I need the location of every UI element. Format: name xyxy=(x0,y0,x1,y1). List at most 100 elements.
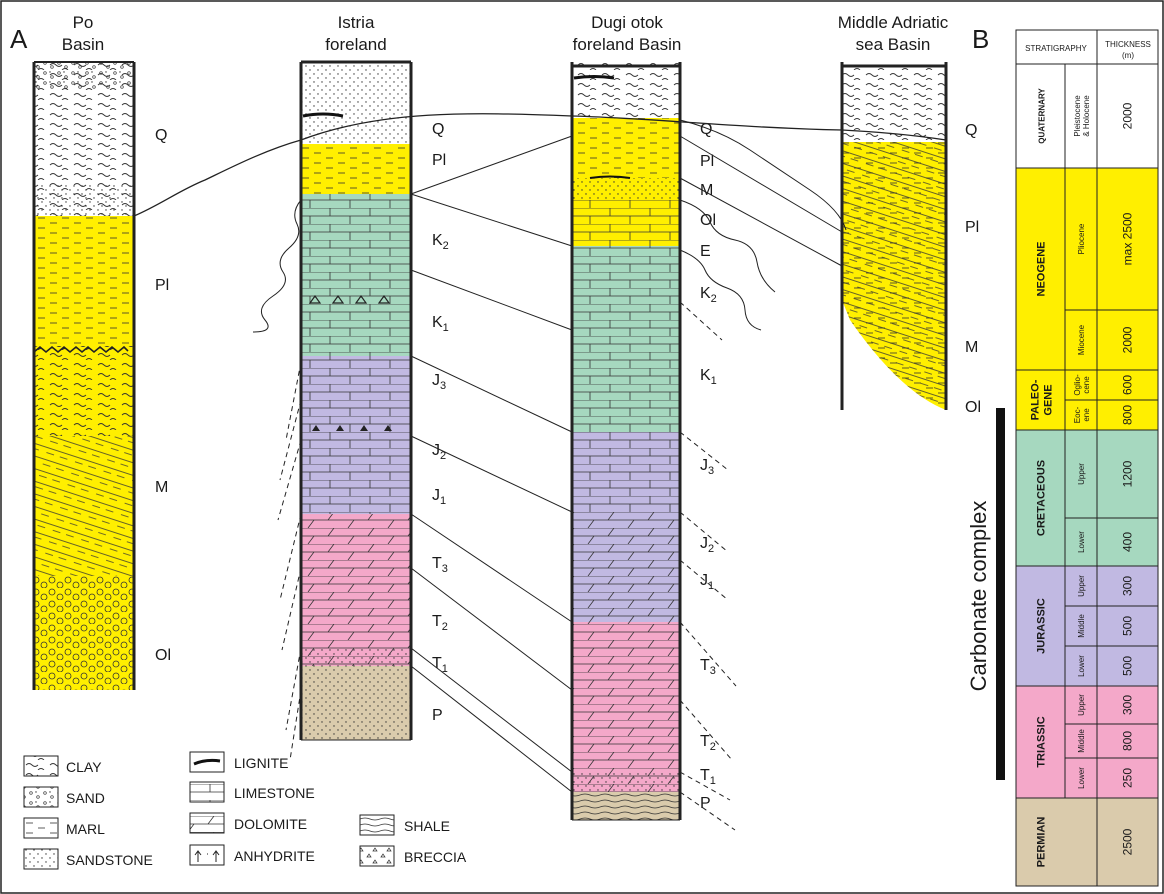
dugi-label-ol: Ol xyxy=(700,212,716,229)
middle-adriatic-title-1: Middle Adriatic xyxy=(838,13,949,32)
series-label: Oglio- xyxy=(1073,374,1082,396)
thickness-value: max 2500 xyxy=(1121,212,1135,265)
header-stratigraphy: STRATIGRAPHY xyxy=(1025,44,1087,53)
thickness-value: 2000 xyxy=(1121,102,1135,129)
thickness-value: 250 xyxy=(1121,768,1135,788)
system-label: QUATERNARY xyxy=(1038,88,1047,144)
thickness-value: 500 xyxy=(1121,656,1135,676)
dugi-label-t1: T1 xyxy=(700,767,716,787)
legend-breccia: BRECCIA xyxy=(359,845,467,867)
po-label-ol: Ol xyxy=(155,647,171,664)
legend-marl: MARL xyxy=(23,817,105,839)
istria-label-t3: T3 xyxy=(432,555,448,575)
istria-title-1: Istria xyxy=(338,13,375,32)
istria-label-j3: J3 xyxy=(432,372,446,392)
system-row xyxy=(1015,63,1159,169)
thickness-value: 600 xyxy=(1121,375,1135,395)
adriatic-label-q: Q xyxy=(965,122,977,139)
system-row xyxy=(1015,797,1159,887)
istria-label-k2: K2 xyxy=(432,232,449,252)
system-label: TRIASSIC xyxy=(1036,716,1048,767)
dugi-label-e: E xyxy=(700,243,711,260)
series-label: Upper xyxy=(1077,575,1086,597)
system-label: PERMIAN xyxy=(1036,817,1048,868)
system-label: CRETACEOUS xyxy=(1036,460,1048,536)
correlation-lines xyxy=(133,113,947,793)
thickness-value: 2000 xyxy=(1121,326,1135,353)
po-basin-title-2: Basin xyxy=(62,35,105,54)
legend-marl-label: MARL xyxy=(66,821,105,837)
thickness-value: 2500 xyxy=(1121,828,1135,855)
middle-adriatic-column xyxy=(840,62,948,410)
istria-label-pl: Pl xyxy=(432,152,446,169)
thickness-value: 300 xyxy=(1121,695,1135,715)
legend-shale-label: SHALE xyxy=(404,818,450,834)
series-label: Lower xyxy=(1077,655,1086,677)
istria-label-q: Q xyxy=(432,121,444,138)
series-label: Miocene xyxy=(1077,324,1086,355)
dugi-label-t2: T2 xyxy=(700,733,716,753)
legend-limestone-label: LIMESTONE xyxy=(234,785,315,801)
po-label-q: Q xyxy=(155,127,167,144)
series-label: ene xyxy=(1082,408,1091,422)
stratigraphy-table: STRATIGRAPHY THICKNESS (m) QUATERNARY NEO… xyxy=(1015,29,1159,887)
carbonate-complex-label: Carbonate complex xyxy=(966,501,991,692)
series-label: Pliocene xyxy=(1077,223,1086,254)
istria-column xyxy=(299,60,413,741)
system-label: GENE xyxy=(1043,384,1055,415)
system-row xyxy=(1015,429,1159,567)
system-label: JURASSIC xyxy=(1036,598,1048,654)
dugi-label-k2: K2 xyxy=(700,285,717,305)
po-label-pl: Pl xyxy=(155,277,169,294)
legend-dolomite-label: DOLOMITE xyxy=(234,816,307,832)
series-label: Upper xyxy=(1077,463,1086,485)
dugi-label-t3: T3 xyxy=(700,657,716,677)
series-label: cene xyxy=(1082,376,1091,394)
thickness-value: 800 xyxy=(1121,731,1135,751)
legend-sand: SAND xyxy=(23,786,105,808)
dugi-label-j2: J2 xyxy=(700,535,714,555)
adriatic-label-m: M xyxy=(965,339,978,356)
legend-clay: CLAY xyxy=(23,755,102,777)
dugi-label-j3: J3 xyxy=(700,457,714,477)
system-label: PALEO- xyxy=(1030,379,1042,420)
istria-label-j1: J1 xyxy=(432,487,446,507)
legend-anhydrite-label: ANHYDRITE xyxy=(234,848,315,864)
dashed-lines xyxy=(277,301,737,831)
series-label: Upper xyxy=(1077,694,1086,716)
legend-anhydrite: ANHYDRITE xyxy=(189,844,315,866)
series-label: Lower xyxy=(1077,531,1086,553)
istria-label-k1: K1 xyxy=(432,314,449,334)
istria-label-t2: T2 xyxy=(432,613,448,633)
thickness-value: 400 xyxy=(1121,532,1135,552)
legend: CLAY SAND MARL SANDSTONE LIGNITE LIMESTO… xyxy=(23,751,467,870)
dugi-label-pl: Pl xyxy=(700,153,714,170)
istria-label-t1: T1 xyxy=(432,655,448,675)
middle-adriatic-title-2: sea Basin xyxy=(856,35,931,54)
thickness-value: 800 xyxy=(1121,405,1135,425)
po-basin-title-1: Po xyxy=(73,13,94,32)
legend-shale: SHALE xyxy=(359,814,450,836)
legend-lignite: LIGNITE xyxy=(189,751,288,773)
po-basin-column xyxy=(32,61,136,690)
dugi-label-p: P xyxy=(700,795,711,812)
header-thickness-unit: (m) xyxy=(1122,51,1134,60)
system-row xyxy=(1015,167,1159,371)
panel-a-letter: A xyxy=(10,24,28,54)
series-label: Lower xyxy=(1077,767,1086,789)
series-label: Pleistocene xyxy=(1073,95,1082,137)
dugi-label-k1: K1 xyxy=(700,367,717,387)
dugi-otok-title-2: foreland Basin xyxy=(573,35,682,54)
legend-breccia-label: BRECCIA xyxy=(404,849,467,865)
legend-clay-label: CLAY xyxy=(66,759,102,775)
system-label: NEOGENE xyxy=(1036,241,1048,296)
series-label: Eoc- xyxy=(1073,406,1082,423)
thickness-value: 500 xyxy=(1121,616,1135,636)
header-thickness: THICKNESS xyxy=(1105,40,1151,49)
series-label: & Holocene xyxy=(1082,95,1091,137)
istria-label-p: P xyxy=(432,707,443,724)
panel-b-letter: B xyxy=(972,24,989,54)
dugi-otok-title-1: Dugi otok xyxy=(591,13,663,32)
